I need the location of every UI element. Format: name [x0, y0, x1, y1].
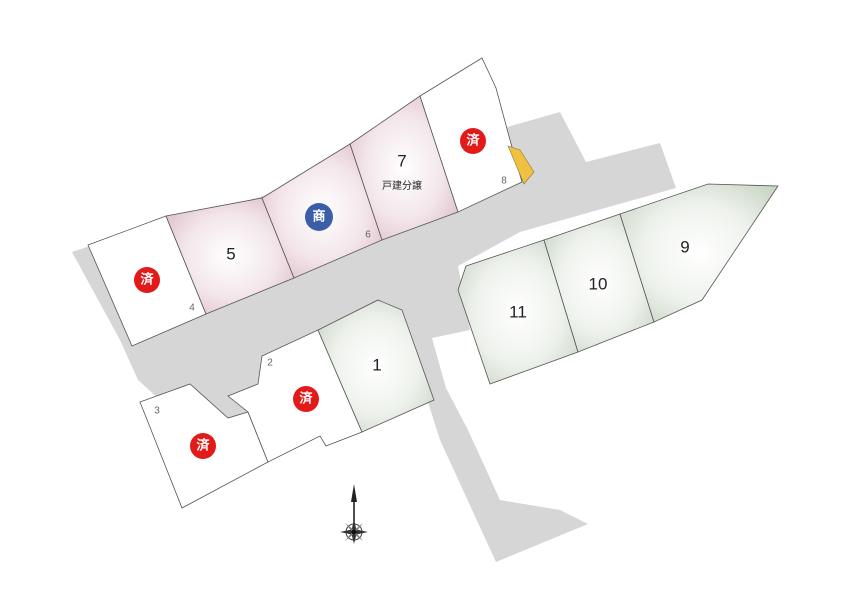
commercial-badge-label: 商 — [312, 209, 325, 225]
lot-6[interactable]: 6 商 — [261, 143, 383, 279]
lot-4[interactable]: 4 済 — [87, 215, 207, 347]
sold-badge — [460, 128, 486, 154]
lot-6-number: 6 — [365, 230, 371, 241]
sold-badge-label: 済 — [299, 391, 313, 407]
lot-5-number: 5 — [226, 244, 235, 263]
road-east-stub — [520, 120, 578, 178]
lot-1-number: 1 — [372, 355, 381, 374]
yellow-marker — [507, 145, 535, 185]
sold-badge — [293, 386, 319, 412]
sold-badge — [134, 267, 160, 293]
lot-9[interactable]: 9 — [619, 183, 779, 323]
north-arrow-icon — [340, 484, 368, 544]
lot-9-number: 9 — [680, 237, 689, 256]
lot-2[interactable]: 2 済 — [227, 329, 363, 463]
sold-badge-label: 済 — [466, 133, 480, 149]
lot-11[interactable]: 11 — [457, 239, 579, 385]
lot-4-number: 4 — [189, 303, 195, 314]
lot-7-number: 7 — [397, 151, 406, 170]
lot-8-number: 8 — [501, 176, 507, 187]
commercial-badge — [305, 203, 333, 231]
sold-badge-label: 済 — [196, 438, 210, 454]
sold-badge-label: 済 — [140, 272, 154, 288]
lot-2-number: 2 — [267, 358, 273, 369]
sold-badge — [190, 433, 216, 459]
lot-1[interactable]: 1 — [317, 299, 435, 433]
lot-10-number: 10 — [589, 274, 608, 293]
lot-8[interactable]: 8 済 — [419, 57, 523, 213]
lot-7-note: 戸建分譲 — [382, 179, 422, 192]
lot-3-number: 3 — [154, 406, 160, 417]
lot-11-number: 11 — [509, 302, 527, 321]
